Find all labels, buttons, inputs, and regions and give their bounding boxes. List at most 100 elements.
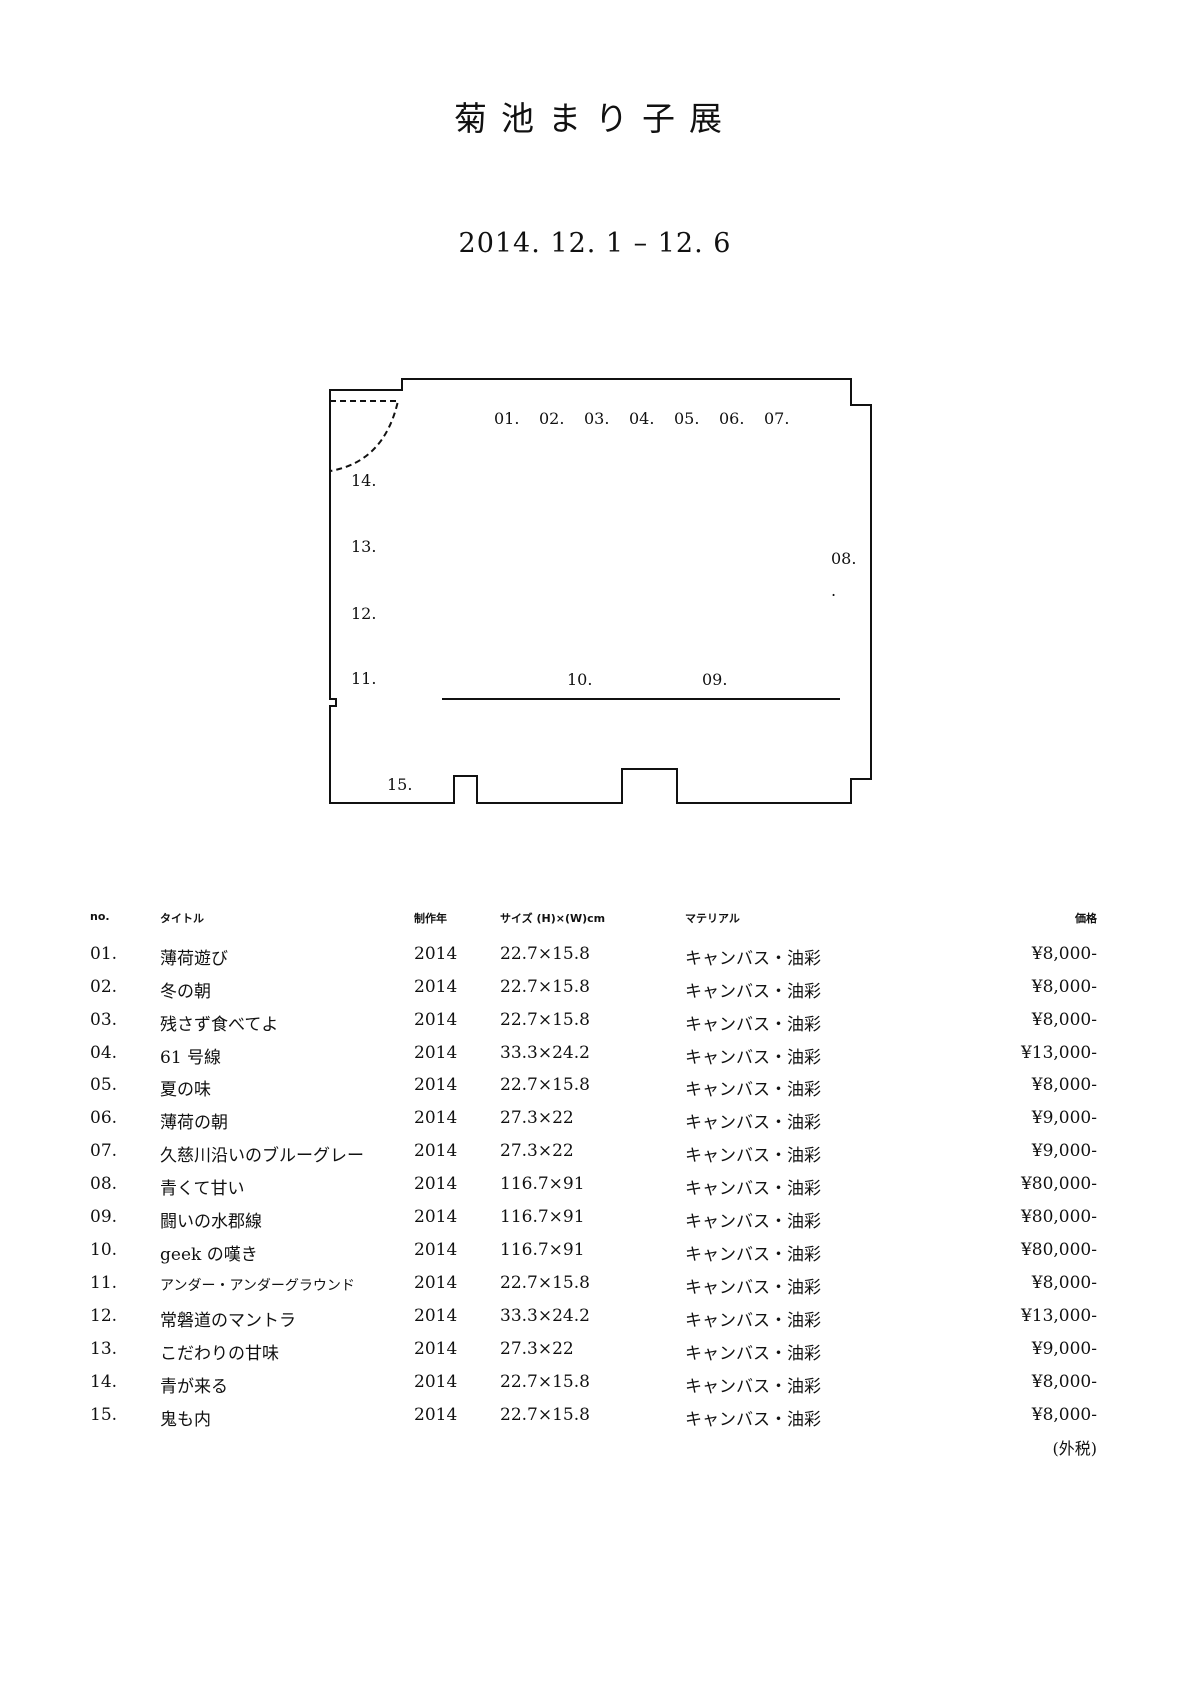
row-size: 22.7×15.8 — [500, 1010, 590, 1030]
table-row: 01. 薄荷遊び 2014 22.7×15.8 キャンバス・油彩 ¥8,000- — [0, 944, 1190, 976]
header-price: 価格 — [1075, 912, 1097, 925]
plan-label-14: 14. — [351, 471, 376, 490]
table-row: 05. 夏の味 2014 22.7×15.8 キャンバス・油彩 ¥8,000- — [0, 1075, 1190, 1107]
row-price: ¥9,000- — [1031, 1108, 1097, 1128]
plan-label-02: 02. — [539, 409, 564, 428]
table-row: 07. 久慈川沿いのブルーグレー 2014 27.3×22 キャンバス・油彩 ¥… — [0, 1141, 1190, 1173]
row-material: キャンバス・油彩 — [685, 1048, 821, 1068]
row-size: 116.7×91 — [500, 1174, 585, 1194]
exhibition-dates: 2014. 12. 1 – 12. 6 — [458, 228, 732, 259]
row-price: ¥9,000- — [1031, 1339, 1097, 1359]
row-price: ¥8,000- — [1031, 1405, 1097, 1425]
row-year: 2014 — [414, 1240, 458, 1260]
row-title: 久慈川沿いのブルーグレー — [160, 1146, 364, 1166]
row-price: ¥8,000- — [1031, 1273, 1097, 1293]
row-size: 22.7×15.8 — [500, 977, 590, 997]
row-material: キャンバス・油彩 — [685, 1278, 821, 1298]
row-no: 09. — [90, 1207, 118, 1227]
row-material: キャンバス・油彩 — [685, 1113, 821, 1133]
table-row: 09. 闘いの水郡線 2014 116.7×91 キャンバス・油彩 ¥80,00… — [0, 1207, 1190, 1239]
row-year: 2014 — [414, 1405, 458, 1425]
row-price: ¥13,000- — [1020, 1306, 1097, 1326]
plan-label-07: 07. — [764, 409, 789, 428]
row-no: 11. — [90, 1273, 118, 1293]
row-title: 薄荷遊び — [160, 949, 228, 969]
row-size: 22.7×15.8 — [500, 944, 590, 964]
row-price: ¥13,000- — [1020, 1043, 1097, 1063]
row-no: 07. — [90, 1141, 118, 1161]
row-material: キャンバス・油彩 — [685, 1344, 821, 1364]
row-size: 27.3×22 — [500, 1108, 574, 1128]
header-material: マテリアル — [685, 912, 740, 925]
row-year: 2014 — [414, 1372, 458, 1392]
row-year: 2014 — [414, 944, 458, 964]
header-title: タイトル — [160, 912, 204, 925]
plan-label-03: 03. — [584, 409, 609, 428]
plan-label-06: 06. — [719, 409, 744, 428]
row-title: 夏の味 — [160, 1080, 211, 1100]
row-no: 14. — [90, 1372, 118, 1392]
tax-note: (外税) — [1052, 1439, 1098, 1458]
row-year: 2014 — [414, 1043, 458, 1063]
row-year: 2014 — [414, 977, 458, 997]
row-size: 22.7×15.8 — [500, 1405, 590, 1425]
row-title: geek の嘆き — [160, 1245, 258, 1265]
plan-label-09: 09. — [702, 670, 727, 689]
row-size: 22.7×15.8 — [500, 1372, 590, 1392]
row-no: 12. — [90, 1306, 118, 1326]
row-title: アンダー・アンダーグラウンド — [160, 1278, 355, 1294]
table-row: 13. こだわりの甘味 2014 27.3×22 キャンバス・油彩 ¥9,000… — [0, 1339, 1190, 1371]
row-size: 33.3×24.2 — [500, 1043, 590, 1063]
plan-label-10: 10. — [567, 670, 592, 689]
table-row: 11. アンダー・アンダーグラウンド 2014 22.7×15.8 キャンバス・… — [0, 1273, 1190, 1305]
row-size: 27.3×22 — [500, 1141, 574, 1161]
row-no: 01. — [90, 944, 118, 964]
room-outline — [329, 378, 872, 804]
row-title: 闘いの水郡線 — [160, 1212, 262, 1232]
table-row: 08. 青くて甘い 2014 116.7×91 キャンバス・油彩 ¥80,000… — [0, 1174, 1190, 1206]
table-row: 06. 薄荷の朝 2014 27.3×22 キャンバス・油彩 ¥9,000- — [0, 1108, 1190, 1140]
plan-label-12: 12. — [351, 604, 376, 623]
header-year: 制作年 — [414, 912, 447, 925]
plan-label-13: 13. — [351, 537, 376, 556]
plan-label-15: 15. — [387, 775, 412, 794]
row-price: ¥8,000- — [1031, 977, 1097, 997]
row-size: 116.7×91 — [500, 1207, 585, 1227]
exhibition-title: 菊池まり子展 — [454, 99, 736, 138]
row-year: 2014 — [414, 1010, 458, 1030]
row-material: キャンバス・油彩 — [685, 949, 821, 969]
row-size: 33.3×24.2 — [500, 1306, 590, 1326]
row-title: 薄荷の朝 — [160, 1113, 228, 1133]
row-title: こだわりの甘味 — [160, 1344, 279, 1364]
row-year: 2014 — [414, 1207, 458, 1227]
table-row: 14. 青が来る 2014 22.7×15.8 キャンバス・油彩 ¥8,000- — [0, 1372, 1190, 1404]
plan-label-11: 11. — [351, 669, 376, 688]
row-size: 22.7×15.8 — [500, 1075, 590, 1095]
row-no: 06. — [90, 1108, 118, 1128]
row-title: 青が来る — [160, 1377, 228, 1397]
table-row: 15. 鬼も内 2014 22.7×15.8 キャンバス・油彩 ¥8,000- — [0, 1405, 1190, 1437]
row-price: ¥8,000- — [1031, 944, 1097, 964]
table-row: 10. geek の嘆き 2014 116.7×91 キャンバス・油彩 ¥80,… — [0, 1240, 1190, 1272]
door-swing — [329, 400, 400, 472]
row-year: 2014 — [414, 1174, 458, 1194]
plan-label-dot: . — [831, 581, 836, 600]
row-year: 2014 — [414, 1273, 458, 1293]
row-year: 2014 — [414, 1306, 458, 1326]
row-price: ¥9,000- — [1031, 1141, 1097, 1161]
row-no: 03. — [90, 1010, 118, 1030]
row-title: 青くて甘い — [160, 1179, 245, 1199]
row-material: キャンバス・油彩 — [685, 1212, 821, 1232]
row-material: キャンバス・油彩 — [685, 1245, 821, 1265]
table-row: 02. 冬の朝 2014 22.7×15.8 キャンバス・油彩 ¥8,000- — [0, 977, 1190, 1009]
plan-label-04: 04. — [629, 409, 654, 428]
plan-label-05: 05. — [674, 409, 699, 428]
row-price: ¥80,000- — [1020, 1240, 1097, 1260]
header-size: サイズ (H)×(W)cm — [500, 912, 606, 925]
table-row: 04. 61 号線 2014 33.3×24.2 キャンバス・油彩 ¥13,00… — [0, 1043, 1190, 1075]
row-no: 10. — [90, 1240, 118, 1260]
plan-label-08: 08. — [831, 549, 856, 568]
plan-label-01: 01. — [494, 409, 519, 428]
row-no: 02. — [90, 977, 118, 997]
row-price: ¥8,000- — [1031, 1075, 1097, 1095]
